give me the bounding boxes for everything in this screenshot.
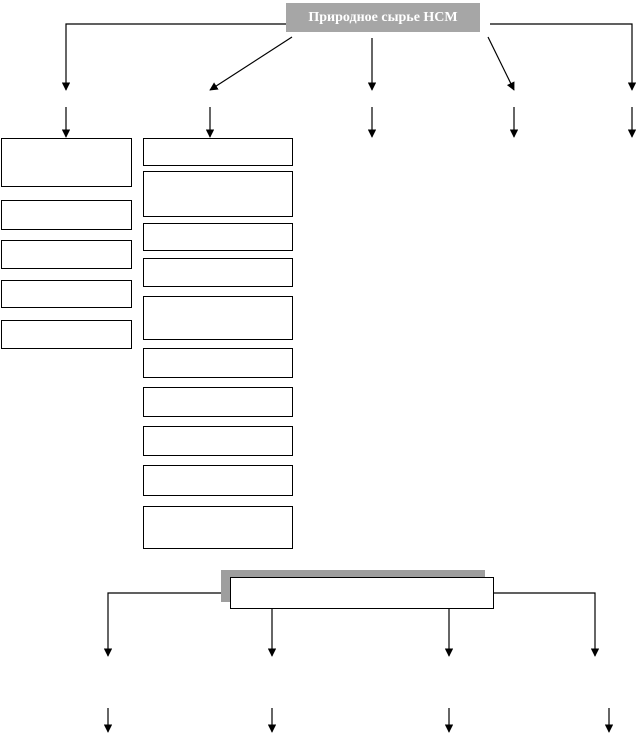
left-box-4 (1, 280, 132, 308)
middle-box-9 (143, 465, 293, 496)
middle-box-10 (143, 506, 293, 549)
middle-box-4 (143, 258, 293, 287)
lower-title-box (230, 577, 494, 609)
middle-box-2 (143, 171, 293, 217)
middle-box-5 (143, 296, 293, 340)
connector-top-left (61, 23, 286, 91)
middle-box-6 (143, 348, 293, 378)
left-box-2 (1, 200, 132, 230)
middle-box-8 (143, 426, 293, 456)
middle-box-7 (143, 387, 293, 417)
title-box: Природное сырье НСМ (286, 3, 480, 32)
left-box-1 (1, 138, 132, 187)
diagram-title: Природное сырье НСМ (308, 9, 458, 25)
connector-diag-left (209, 36, 293, 91)
connector-top-right (490, 23, 637, 91)
middle-box-1 (143, 138, 293, 166)
left-box-5 (1, 320, 132, 349)
middle-box-3 (143, 223, 293, 251)
left-box-3 (1, 240, 132, 269)
connector-bottom-left (103, 592, 230, 657)
connector-diag-right (487, 36, 515, 91)
connector-bottom-right (494, 592, 600, 657)
